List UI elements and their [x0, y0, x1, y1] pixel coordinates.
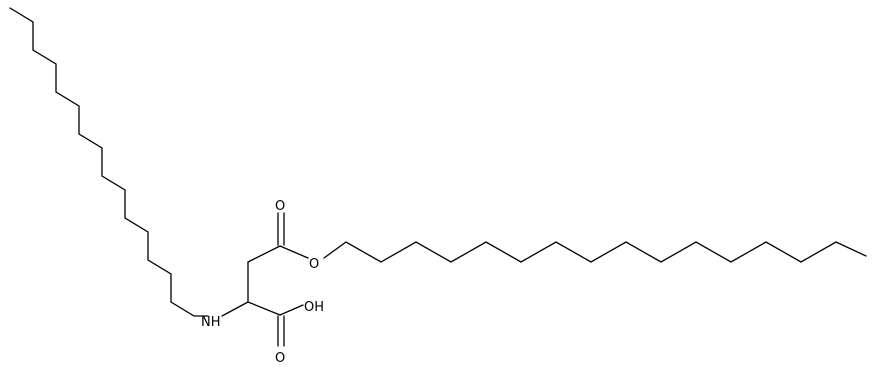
ester-oxygen-label: O: [309, 257, 319, 272]
ester-carbonyl-oxygen-label: O: [275, 199, 285, 214]
amine-label: NH: [201, 315, 221, 330]
ester-c-o-single-bond: [279, 245, 309, 259]
ch2-to-ester-carbon-bond: [247, 245, 281, 263]
undecyl-chain-bonds: [9, 7, 209, 317]
hydroxyl-label: OH: [304, 300, 324, 315]
hexadecyl-chain-bonds: [323, 241, 867, 263]
carboxyl-c-oh-bond: [279, 304, 304, 316]
n-to-alpha-carbon-bond: [221, 301, 249, 317]
carboxyl-carbonyl-oxygen-label: O: [275, 351, 285, 366]
alpha-to-carboxyl-bond: [247, 301, 281, 316]
